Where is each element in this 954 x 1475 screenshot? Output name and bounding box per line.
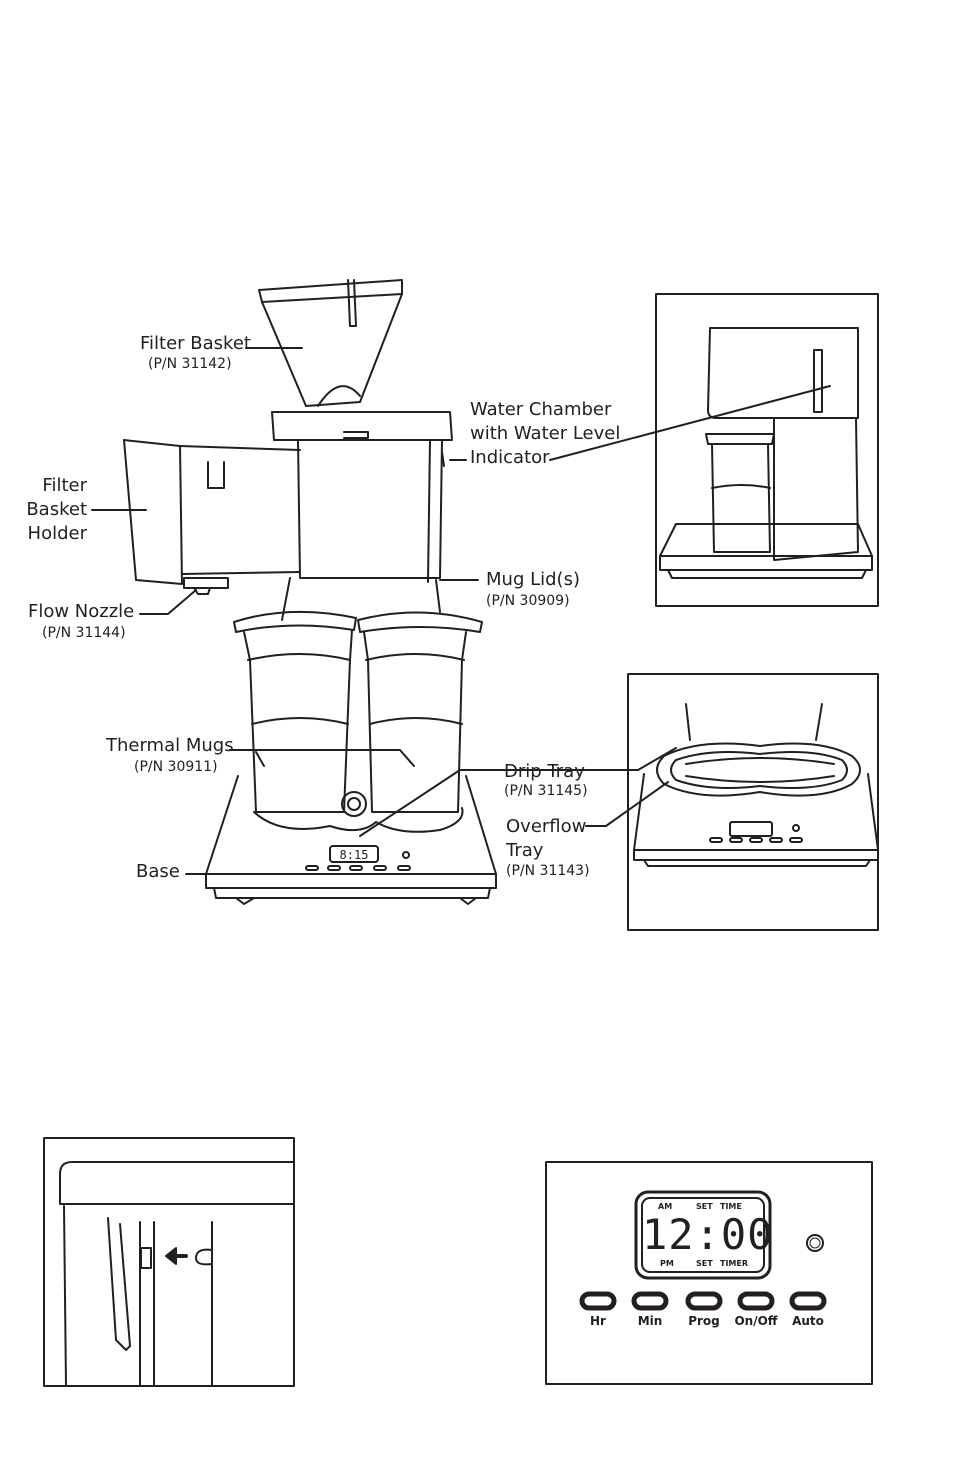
label-filter-holder-1: Filter bbox=[42, 475, 87, 496]
pn-flow-nozzle: (P/N 31144) bbox=[42, 625, 126, 641]
label-thermal-mugs: Thermal Mugs bbox=[106, 735, 234, 756]
lcd-display: AM SET TIME 12:00 PM SET TIMER bbox=[642, 1198, 774, 1272]
pn-drip-tray: (P/N 31145) bbox=[504, 783, 588, 799]
lcd-timer: TIMER bbox=[720, 1259, 749, 1268]
pn-mug-lids: (P/N 30909) bbox=[486, 593, 570, 609]
reservoir-lid-drawing bbox=[271, 411, 453, 441]
lcd-set-top: SET bbox=[696, 1202, 713, 1211]
label-overflow-1: Overflow bbox=[506, 816, 587, 837]
label-drip-tray: Drip Tray bbox=[504, 761, 585, 782]
inset-control-panel bbox=[545, 1161, 873, 1385]
min-pill bbox=[631, 1291, 669, 1311]
pn-overflow: (P/N 31143) bbox=[506, 863, 590, 879]
label-water-chamber-3: Indicator bbox=[470, 447, 550, 468]
drip-tray-drawing bbox=[253, 807, 464, 833]
lcd-time: TIME bbox=[720, 1202, 742, 1211]
lcd-time-digits: 12:00 bbox=[642, 1210, 774, 1259]
label-filter-holder-2: Basket bbox=[26, 499, 87, 520]
auto-button-label: Auto bbox=[792, 1314, 824, 1328]
label-water-chamber-2: with Water Level bbox=[470, 423, 621, 444]
right-mug-drawing bbox=[357, 611, 483, 813]
label-filter-holder-3: Holder bbox=[27, 523, 87, 544]
lcd-am: AM bbox=[658, 1202, 673, 1211]
label-base: Base bbox=[136, 861, 180, 882]
label-mug-lids: Mug Lid(s) bbox=[486, 569, 580, 590]
pn-filter-basket: (P/N 31142) bbox=[148, 356, 232, 372]
inset-drip-tray bbox=[627, 673, 879, 931]
inset-latch bbox=[43, 1137, 295, 1387]
water-chamber-drawing bbox=[297, 439, 443, 579]
filter-holder-drawing bbox=[123, 439, 183, 585]
prog-button-label: Prog bbox=[688, 1314, 720, 1328]
hr-button-label: Hr bbox=[590, 1314, 606, 1328]
auto-pill bbox=[789, 1291, 827, 1311]
pn-thermal-mugs: (P/N 30911) bbox=[134, 759, 218, 775]
hr-pill bbox=[579, 1291, 617, 1311]
min-button-label: Min bbox=[637, 1314, 663, 1328]
onoff-pill bbox=[737, 1291, 775, 1311]
filter-basket-drawing bbox=[258, 279, 403, 407]
inset-single-serve bbox=[655, 293, 879, 607]
label-overflow-2: Tray bbox=[506, 840, 544, 861]
lcd-pm: PM bbox=[660, 1259, 674, 1268]
label-flow-nozzle: Flow Nozzle bbox=[28, 601, 135, 622]
base-drawing bbox=[205, 775, 497, 875]
lcd-set-bottom: SET bbox=[696, 1259, 713, 1268]
prog-pill bbox=[685, 1291, 723, 1311]
label-filter-basket: Filter Basket bbox=[140, 333, 251, 354]
onoff-button-label: On/Off bbox=[734, 1314, 778, 1328]
label-water-chamber-1: Water Chamber bbox=[470, 399, 612, 420]
base-mini-display-text: 8:15 bbox=[340, 848, 369, 862]
left-mug-drawing bbox=[233, 610, 357, 813]
